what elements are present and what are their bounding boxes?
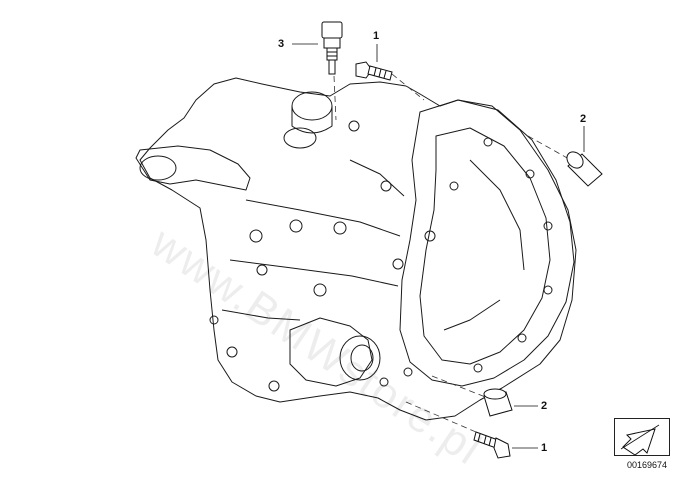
bolt-boss <box>473 363 483 373</box>
housing-rib <box>349 159 405 197</box>
orientation-arrow-icon <box>620 424 660 456</box>
dowel-sleeve-part-right <box>566 151 603 187</box>
bolt-boss <box>379 377 389 387</box>
shift-lever-end <box>139 155 177 181</box>
output-seal <box>339 335 381 381</box>
bolt-boss <box>392 258 404 270</box>
callout-2-right: 2 <box>580 113 587 125</box>
bolt-boss <box>313 283 327 297</box>
bolt-boss <box>517 333 527 343</box>
transmission-diagram <box>135 21 603 459</box>
bolt-boss <box>483 137 493 147</box>
bolt-boss <box>525 169 535 179</box>
leader-line <box>391 73 425 101</box>
part-number: 00169674 <box>626 460 668 470</box>
bellhousing-inner <box>419 127 551 365</box>
bolt-boss <box>256 264 268 276</box>
housing-rib <box>245 199 401 237</box>
output-flange <box>289 317 373 387</box>
housing-rib <box>229 259 399 287</box>
orientation-arrow-box <box>614 418 670 456</box>
bolt-part-bottom <box>473 431 511 459</box>
callout-1-bottom: 1 <box>541 442 548 454</box>
bolt-boss <box>424 230 436 242</box>
callout-3: 3 <box>278 38 285 50</box>
leader-line <box>405 401 491 439</box>
bolt-boss <box>226 346 238 358</box>
bolt-boss <box>249 229 263 243</box>
bolt-boss <box>543 221 553 231</box>
output-seal-inner <box>350 344 374 372</box>
bolt-boss <box>333 221 347 235</box>
bolt-boss <box>289 219 303 233</box>
bolt-boss <box>380 180 392 192</box>
housing-dome <box>291 91 333 121</box>
bolt-boss <box>543 285 553 295</box>
leader-line <box>431 375 489 399</box>
temperature-sensor-part <box>321 21 343 75</box>
bolt-boss <box>449 181 459 191</box>
bellhousing-flange <box>399 99 575 387</box>
housing-rib <box>221 309 301 321</box>
housing-rib <box>443 299 501 331</box>
leader-line <box>333 75 337 121</box>
callout-1-top: 1 <box>373 30 380 42</box>
gearbox-housing <box>139 77 577 421</box>
shift-lever <box>135 145 251 191</box>
housing-rib <box>469 159 525 271</box>
bolt-boss <box>268 380 280 392</box>
housing-boss <box>283 127 317 149</box>
bolt-boss <box>348 120 360 132</box>
callout-2-bottom: 2 <box>541 400 548 412</box>
housing-dome-base <box>291 106 333 134</box>
bolt-part-top <box>355 61 393 81</box>
dowel-sleeve-part-bottom <box>483 388 513 417</box>
bolt-boss <box>403 367 413 377</box>
bolt-boss <box>209 315 219 325</box>
